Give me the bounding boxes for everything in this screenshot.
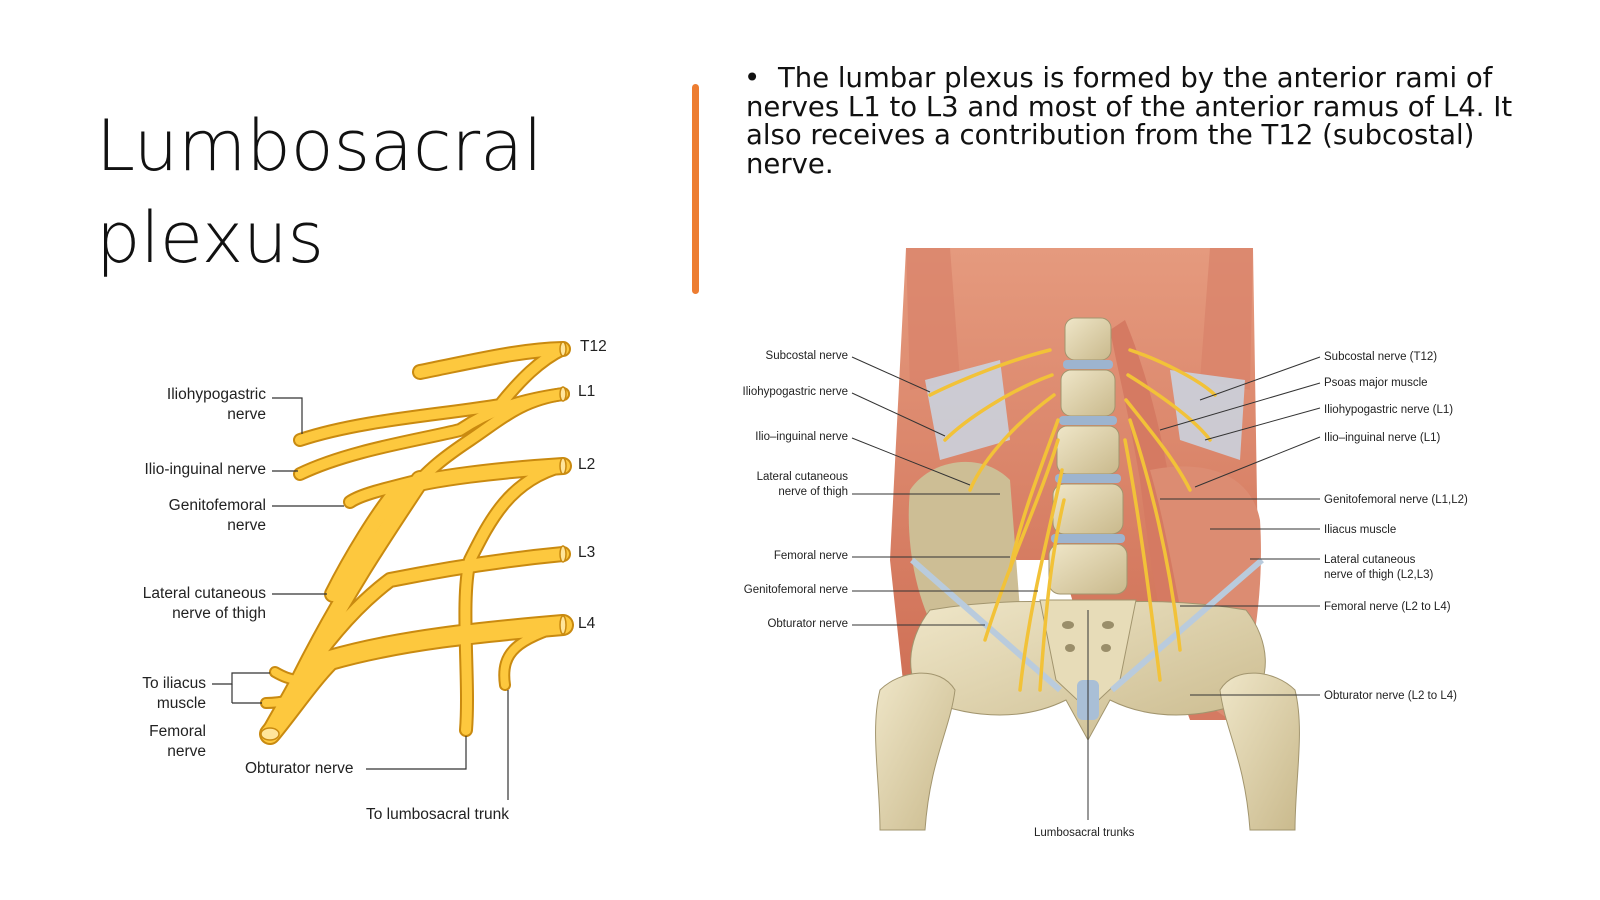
anatomy-label-psoas-major: Psoas major muscle [1324,377,1428,389]
root-label-l4: L4 [578,615,596,632]
anatomy-label-iliohypogastric: Iliohypogastric nerve [742,386,848,398]
anatomy-label-lateral-cutaneous-r1: Lateral cutaneous [1324,554,1416,566]
root-label-l3: L3 [578,544,596,561]
label-genitofemoral-1: Genitofemoral [168,497,266,514]
anatomy-label-femoral-l2-l4: Femoral nerve (L2 to L4) [1324,601,1451,613]
anatomy-label-femoral: Femoral nerve [773,550,848,562]
anatomy-label-lateral-cutaneous-1: Lateral cutaneous [756,471,848,483]
accent-divider [692,84,699,294]
label-genitofemoral: Genitofemoral nerve [120,496,266,536]
label-iliacus-1: To iliacus [142,675,206,692]
anatomy-label-lateral-cutaneous: Lateral cutaneous nerve of thigh [690,470,848,500]
anatomy-label-ilioinguinal-l1: Ilio–inguinal nerve (L1) [1324,432,1441,444]
title-line-1: Lumbosacral [96,105,543,187]
anatomy-label-ilioinguinal: Ilio–inguinal nerve [755,431,848,443]
label-femoral-1: Femoral [149,723,206,740]
anatomy-label-lumbosacral-trunks: Lumbosacral trunks [1034,827,1135,839]
label-iliohypogastric-2: nerve [227,406,266,423]
anatomy-label-iliacus: Iliacus muscle [1324,524,1397,536]
anatomy-leader-lines [851,356,1321,820]
label-femoral-2: nerve [167,743,206,760]
anatomy-label-lateral-cutaneous-l2-l3: Lateral cutaneous nerve of thigh (L2,L3) [1324,553,1433,583]
label-iliohypogastric: Iliohypogastric nerve [120,385,266,425]
anatomy-artwork [875,248,1300,831]
label-obturator: Obturator nerve [245,760,354,777]
anatomy-label-lateral-cutaneous-2: nerve of thigh [778,486,848,498]
root-label-l1: L1 [578,383,596,400]
anatomy-label-subcostal: Subcostal nerve [765,350,848,362]
anatomy-label-genitofemoral: Genitofemoral nerve [743,584,848,596]
anatomy-label-obturator: Obturator nerve [767,618,848,630]
nerve-branches [259,341,574,745]
schematic-leader-lines [212,397,509,800]
label-iliohypogastric-1: Iliohypogastric [166,386,266,403]
bullet-dot: • [744,62,761,94]
label-lateral-cutaneous-1: Lateral cutaneous [142,585,266,602]
anatomy-label-obturator-l2-l4: Obturator nerve (L2 to L4) [1324,690,1457,702]
anatomy-label-subcostal-t12: Subcostal nerve (T12) [1324,351,1438,363]
bullet-point: • The lumbar plexus is formed by the ant… [744,62,1516,180]
label-genitofemoral-2: nerve [227,517,266,534]
root-label-l2: L2 [578,456,596,473]
root-label-t12: T12 [580,338,607,355]
label-femoral: Femoral nerve [100,722,206,762]
anatomy-label-lateral-cutaneous-r2: nerve of thigh (L2,L3) [1324,569,1434,581]
label-lateral-cutaneous: Lateral cutaneous nerve of thigh [100,584,266,624]
label-lateral-cutaneous-2: nerve of thigh [172,605,266,622]
label-lumbosacral-trunk: To lumbosacral trunk [366,806,510,823]
slide-title: Lumbosacral plexus [96,100,636,284]
anatomy-label-iliohypogastric-l1: Iliohypogastric nerve (L1) [1324,404,1454,416]
label-ilioinguinal: Ilio-inguinal nerve [144,461,267,478]
label-iliacus: To iliacus muscle [100,674,206,714]
anatomy-label-genitofemoral-l1-l2: Genitofemoral nerve (L1,L2) [1324,494,1468,506]
label-iliacus-2: muscle [156,695,206,712]
title-line-2: plexus [96,197,324,279]
bullet-text: The lumbar plexus is formed by the anter… [746,62,1513,180]
